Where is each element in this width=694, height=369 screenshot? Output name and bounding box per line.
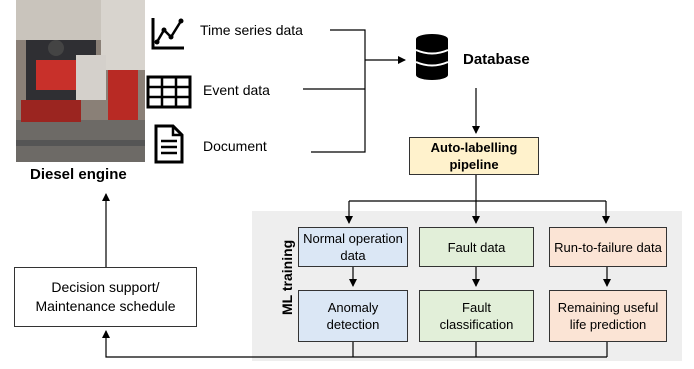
auto-labelling-pipeline-label: Auto-labelling pipeline: [430, 140, 518, 172]
fault-data-box: Fault data: [419, 227, 534, 267]
fault-classification-box: Fault classification: [419, 290, 534, 342]
run-to-failure-data-label: Run-to-failure data: [554, 239, 662, 255]
event-data-label: Event data: [203, 82, 270, 98]
run-to-failure-data-box: Run-to-failure data: [549, 227, 667, 267]
database-icon: [415, 34, 449, 80]
anomaly-detection-box: Anomaly detection: [298, 290, 408, 342]
normal-operation-data-label: Normal operation data: [303, 231, 403, 263]
decision-support-label: Decision support/ Maintenance schedule: [35, 279, 176, 314]
rul-prediction-label: Remaining useful life prediction: [557, 300, 659, 332]
time-series-label: Time series data: [200, 22, 303, 38]
auto-labelling-pipeline-box: Auto-labelling pipeline: [409, 137, 539, 175]
fault-classification-label: Fault classification: [439, 300, 514, 332]
diesel-engine-photo: [16, 0, 145, 162]
document-icon: [154, 124, 184, 164]
anomaly-detection-label: Anomaly detection: [326, 300, 380, 332]
table-icon: [146, 75, 192, 109]
decision-support-box: Decision support/ Maintenance schedule: [14, 267, 197, 327]
normal-operation-data-box: Normal operation data: [298, 227, 408, 267]
document-label: Document: [203, 138, 267, 154]
database-label: Database: [463, 51, 530, 68]
fault-data-label: Fault data: [447, 239, 506, 255]
diesel-engine-label: Diesel engine: [30, 166, 127, 183]
line-chart-icon: [151, 18, 184, 50]
rul-prediction-box: Remaining useful life prediction: [549, 290, 667, 342]
